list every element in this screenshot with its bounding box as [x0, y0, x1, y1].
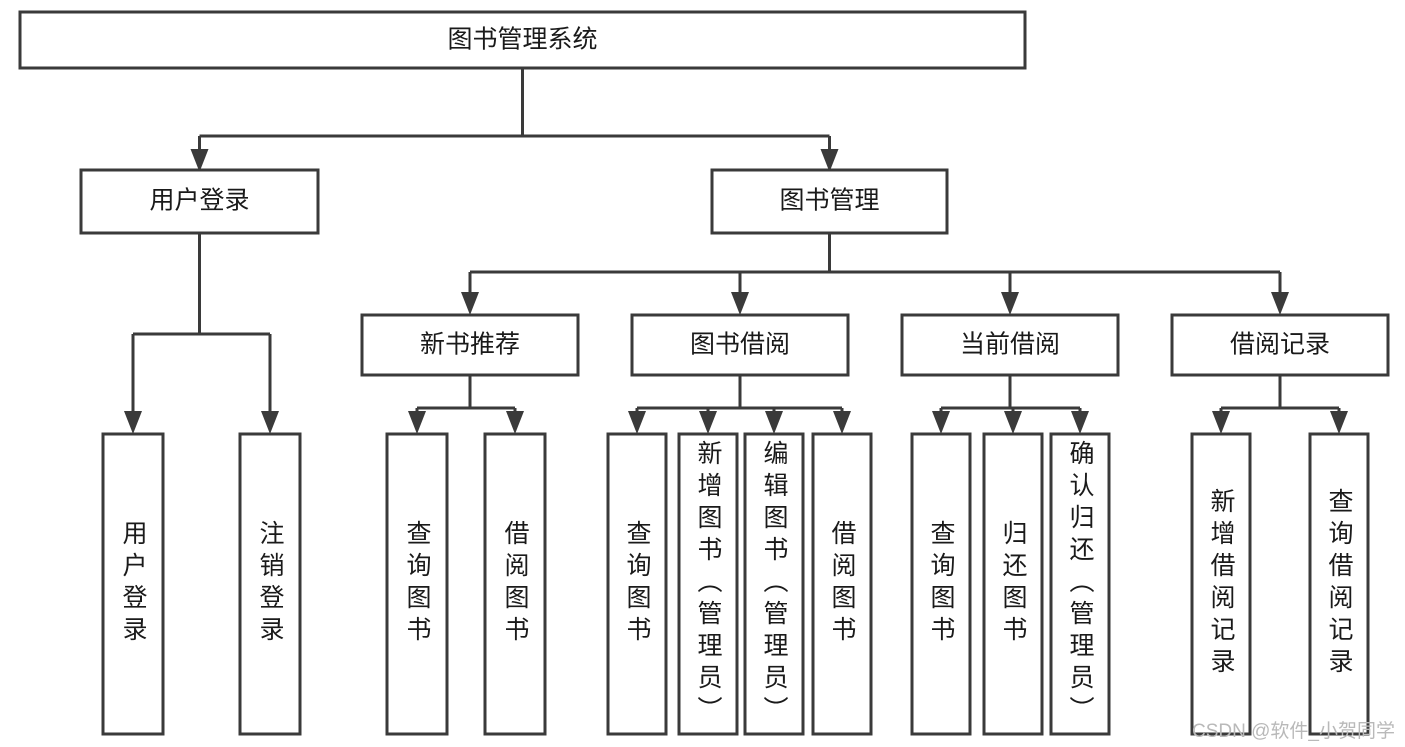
node-leaf-query-borrow-record[interactable]: 查询借阅记录: [1308, 432, 1370, 736]
leaf-borrow-book-1-label: 借阅图书: [501, 520, 530, 648]
node-leaf-query-book-1[interactable]: 查询图书: [385, 432, 449, 736]
leaf-query-book-2-label: 查询图书: [623, 520, 652, 648]
book-management-box[interactable]: [710, 168, 949, 235]
leaf-add-borrow-record-label: 新增借阅记录: [1207, 488, 1236, 680]
node-root[interactable]: 图书管理系统: [18, 10, 1027, 70]
arrow-to-leaf-return-book: [1004, 411, 1022, 434]
node-leaf-query-book-3[interactable]: 查询图书: [910, 432, 972, 736]
edge-bookmgmt-bus: [468, 233, 1282, 297]
arrow-to-leaf-add-book-admin: [699, 411, 717, 434]
arrow-to-leaf-query-borrow-record: [1330, 411, 1348, 434]
arrow-to-leaf-logout-login: [261, 411, 279, 434]
leaf-logout-login-label: 注销登录: [256, 520, 285, 648]
node-leaf-borrow-book-2[interactable]: 借阅图书: [811, 432, 873, 736]
leaf-edit-book-admin-box[interactable]: [743, 432, 805, 736]
current-borrow-box[interactable]: [900, 313, 1120, 377]
root-box[interactable]: [18, 10, 1027, 70]
root-label: 图书管理系统: [447, 26, 597, 54]
arrow-to-leaf-add-borrow-record: [1212, 411, 1230, 434]
new-book-recommend-label: 新书推荐: [420, 331, 520, 359]
node-leaf-borrow-book-1[interactable]: 借阅图书: [483, 432, 547, 736]
arrow-to-leaf-borrow-book-2: [833, 411, 851, 434]
leaf-user-login-label: 用户登录: [119, 520, 148, 648]
node-book-management[interactable]: 图书管理: [710, 168, 949, 235]
leaf-edit-book-admin-label: 编辑图书（管理员）: [760, 440, 789, 728]
leaf-add-book-admin-box[interactable]: [677, 432, 739, 736]
node-leaf-return-book[interactable]: 归还图书: [982, 432, 1044, 736]
book-borrow-label: 图书借阅: [690, 331, 790, 359]
node-leaf-edit-book-admin[interactable]: 编辑图书（管理员）: [743, 432, 805, 736]
edge-root-bus: [198, 68, 831, 156]
arrow-to-leaf-query-book-3: [932, 411, 950, 434]
arrow-to-leaf-edit-book-admin: [765, 411, 783, 434]
leaf-user-login-box[interactable]: [101, 432, 165, 736]
edge-currentborrow-bus: [939, 375, 1082, 416]
book-management-label: 图书管理: [779, 187, 879, 215]
arrow-to-leaf-query-book-1: [408, 411, 426, 434]
leaf-query-book-1-label: 查询图书: [403, 520, 432, 648]
leaf-query-book-3-label: 查询图书: [927, 520, 956, 648]
node-leaf-add-borrow-record[interactable]: 新增借阅记录: [1190, 432, 1252, 736]
node-leaf-query-book-2[interactable]: 查询图书: [606, 432, 668, 736]
node-borrow-record[interactable]: 借阅记录: [1170, 313, 1390, 377]
book-borrow-box[interactable]: [630, 313, 850, 377]
arrow-to-book-borrow: [731, 292, 749, 315]
arrow-to-new-book-recommend: [461, 292, 479, 315]
node-new-book-recommend[interactable]: 新书推荐: [360, 313, 580, 377]
arrow-to-book-management: [820, 149, 839, 172]
arrow-to-user-login: [190, 149, 209, 172]
current-borrow-label: 当前借阅: [960, 331, 1060, 359]
leaf-query-borrow-record-label: 查询借阅记录: [1325, 488, 1354, 680]
leaf-return-book-box[interactable]: [982, 432, 1044, 736]
leaf-add-book-admin-label: 新增图书（管理员）: [694, 440, 723, 728]
leaf-logout-login-box[interactable]: [238, 432, 302, 736]
node-user-login[interactable]: 用户登录: [79, 168, 320, 235]
leaf-borrow-book-2-box[interactable]: [811, 432, 873, 736]
leaf-borrow-book-1-box[interactable]: [483, 432, 547, 736]
connector-layer: [124, 68, 1348, 434]
leaf-confirm-return-admin-box[interactable]: [1049, 432, 1111, 736]
arrow-to-leaf-borrow-book-1: [506, 411, 524, 434]
leaf-return-book-label: 归还图书: [999, 520, 1028, 648]
edge-userlogin-bus: [131, 233, 272, 416]
leaf-add-borrow-record-box[interactable]: [1190, 432, 1252, 736]
arrow-to-leaf-user-login: [124, 411, 142, 434]
leaf-query-book-1-box[interactable]: [385, 432, 449, 736]
node-current-borrow[interactable]: 当前借阅: [900, 313, 1120, 377]
csdn-watermark: CSDN @软件_小贺同学: [1192, 721, 1395, 742]
arrow-to-leaf-confirm-return-admin: [1071, 411, 1089, 434]
edge-newbook-bus: [415, 375, 517, 416]
leaf-confirm-return-admin-label: 确认归还（管理员）: [1066, 440, 1095, 728]
node-leaf-user-login[interactable]: 用户登录: [101, 432, 165, 736]
node-leaf-confirm-return-admin[interactable]: 确认归还（管理员）: [1049, 432, 1111, 736]
node-book-borrow[interactable]: 图书借阅: [630, 313, 850, 377]
new-book-recommend-box[interactable]: [360, 313, 580, 377]
arrow-to-leaf-query-book-2: [628, 411, 646, 434]
arrow-to-borrow-record: [1271, 292, 1289, 315]
leaf-borrow-book-2-label: 借阅图书: [828, 520, 857, 648]
user-login-box[interactable]: [79, 168, 320, 235]
borrow-record-label: 借阅记录: [1230, 331, 1330, 359]
user-login-label: 用户登录: [149, 187, 249, 215]
edge-bookborrow-bus: [635, 375, 844, 416]
leaf-query-book-3-box[interactable]: [910, 432, 972, 736]
edge-borrowrecord-bus: [1219, 375, 1341, 416]
node-leaf-add-book-admin[interactable]: 新增图书（管理员）: [677, 432, 739, 736]
node-leaf-logout-login[interactable]: 注销登录: [238, 432, 302, 736]
leaf-query-book-2-box[interactable]: [606, 432, 668, 736]
arrow-to-current-borrow: [1001, 292, 1019, 315]
borrow-record-box[interactable]: [1170, 313, 1390, 377]
leaf-query-borrow-record-box[interactable]: [1308, 432, 1370, 736]
